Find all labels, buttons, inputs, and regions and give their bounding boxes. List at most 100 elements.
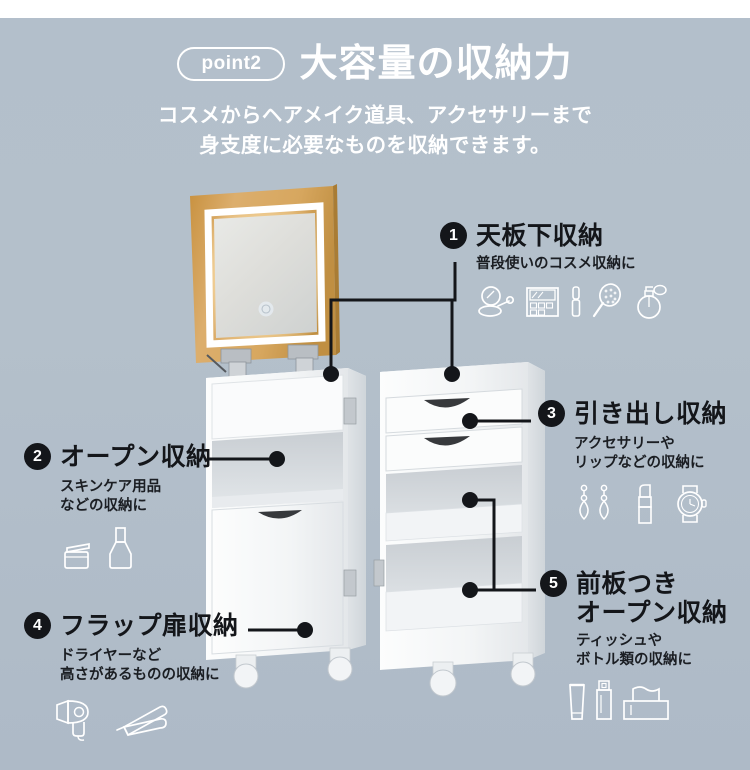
perfume-bottle-icon <box>637 284 667 319</box>
caster-right-front <box>429 661 457 697</box>
hair-dryer-icon <box>56 699 89 741</box>
front-rail-upper <box>385 503 523 542</box>
caster-right-rear <box>510 652 536 687</box>
subtitle-line-2: 身支度に必要なものを収納できます。 <box>199 134 551 158</box>
callout-5-title-line-2: オープン収納 <box>576 598 728 627</box>
callout-5: 5 前板つき オープン収納 ティッシュや ボトル類の収納に <box>540 570 728 725</box>
callout-5-number: 5 <box>540 570 567 597</box>
marker-dot-2 <box>269 451 285 467</box>
door-hinge-upper <box>343 397 357 425</box>
callout-5-title: 前板つき オープン収納 <box>576 570 728 627</box>
callout-3-title: 引き出し収納 <box>574 400 728 428</box>
mirror-frame <box>204 202 326 348</box>
hinges <box>206 344 319 381</box>
led-mirror-lid <box>190 184 340 381</box>
drawer-upper-handle[interactable] <box>424 398 470 408</box>
header: point2 大容量の収納力 コスメからヘアメイク道具、アクセサリーまで 身支度… <box>0 38 750 162</box>
marker-dot-5a <box>462 492 478 508</box>
hand-mirror-icon <box>478 285 515 317</box>
point-badge: point2 <box>177 47 286 81</box>
spray-bottle-icon <box>596 680 612 721</box>
earrings-icon <box>579 484 609 520</box>
lipstick-icon <box>638 483 652 524</box>
callout-1: 1 天板下収納 普段使いのコスメ収納に <box>440 222 668 319</box>
flap-door-handle[interactable] <box>258 510 302 519</box>
top-compartment <box>211 374 344 440</box>
marker-dot-1b <box>444 366 460 382</box>
callout-3-subtitle-line-2: リップなどの収納に <box>574 454 705 471</box>
callout-5-title-line-1: 前板つき <box>576 570 679 598</box>
callout-2-subtitle: スキンケア用品 などの収納に <box>60 478 212 516</box>
callout-2-icons <box>58 526 212 570</box>
marker-dot-5b <box>462 582 478 598</box>
callout-3-subtitle-line-1: アクセサリーや <box>574 435 675 452</box>
callout-1-icons <box>476 282 668 319</box>
callout-5-subtitle-line-1: ティッシュや <box>576 633 663 649</box>
caster-front-right <box>327 647 353 682</box>
right-cabinet-hinge <box>373 559 385 587</box>
callout-3-icons <box>574 483 727 525</box>
callout-4-number: 4 <box>24 612 51 639</box>
connector-5a <box>470 498 536 592</box>
callout-4-subtitle: ドライヤーなど 高さがあるものの収納に <box>60 647 239 685</box>
callout-2-subtitle-line-2: などの収納に <box>60 497 147 514</box>
callout-3-subtitle: アクセサリーや リップなどの収納に <box>574 435 727 473</box>
callout-4-subtitle-line-2: 高さがあるものの収納に <box>60 666 220 683</box>
callout-1-subtitle: 普段使いのコスメ収納に <box>476 255 636 272</box>
page-background <box>0 18 750 770</box>
callout-4-icons <box>54 697 239 743</box>
callout-5-head: 5 前板つき オープン収納 <box>540 570 728 627</box>
casters <box>233 647 536 697</box>
callout-2: 2 オープン収納 スキンケア用品 などの収納に <box>24 443 212 570</box>
mirror-glass <box>214 213 317 338</box>
callout-3-number: 3 <box>538 400 565 427</box>
right-cabinet <box>373 362 545 670</box>
callout-2-head: 2 オープン収納 <box>24 443 212 472</box>
mirror-touch-button-glyph <box>261 304 271 314</box>
tube-icon <box>569 684 585 721</box>
marker-dots <box>269 366 478 638</box>
callout-3: 3 引き出し収納 アクセサリーや リップなどの収納に <box>538 400 727 525</box>
skincare-bottle-icon <box>109 526 132 569</box>
tissue-box-icon <box>623 686 669 721</box>
subtitle-line-1: コスメからヘアメイク道具、アクセサリーまで <box>157 104 593 127</box>
cream-jar-icon <box>64 542 90 569</box>
callout-2-number: 2 <box>24 443 51 470</box>
title-row: point2 大容量の収納力 <box>0 38 750 90</box>
hairbrush-icon <box>592 282 621 317</box>
callout-1-head: 1 天板下収納 <box>440 222 668 251</box>
subtitle: コスメからヘアメイク道具、アクセサリーまで 身支度に必要なものを収納できます。 <box>0 101 750 162</box>
open-shelf-board <box>212 489 343 508</box>
mirror-touch-button[interactable] <box>258 301 274 317</box>
mascara-icon <box>571 285 581 317</box>
drawer-lower-handle[interactable] <box>424 436 470 446</box>
callout-4-title: フラップ扉収納 <box>60 612 239 640</box>
callout-4-subtitle-line-1: ドライヤーなど <box>60 647 162 664</box>
lid-edge <box>333 184 340 355</box>
marker-dot-4 <box>297 622 313 638</box>
drawer-lower[interactable] <box>385 426 523 472</box>
callout-1-title: 天板下収納 <box>476 222 604 250</box>
callout-2-subtitle-line-1: スキンケア用品 <box>60 478 162 495</box>
open-shelf <box>212 432 343 508</box>
callout-1-number: 1 <box>440 222 467 249</box>
callout-4-head: 4 フラップ扉収納 <box>24 612 239 641</box>
marker-dot-3 <box>462 413 478 429</box>
flap-door[interactable] <box>211 501 344 655</box>
callout-4: 4 フラップ扉収納 ドライヤーなど 高さがあるものの収納に <box>24 612 239 743</box>
flat-iron-icon <box>116 705 168 736</box>
caster-front-left <box>233 654 259 689</box>
callout-3-head: 3 引き出し収納 <box>538 400 727 429</box>
callout-5-subtitle: ティッシュや ボトル類の収納に <box>576 632 728 670</box>
wristwatch-icon <box>677 484 707 523</box>
marker-dot-1a <box>323 366 339 382</box>
callout-5-subtitle-line-2: ボトル類の収納に <box>576 652 692 669</box>
page-title: 大容量の収納力 <box>299 43 573 85</box>
callout-5-icons <box>566 679 728 725</box>
door-hinge-lower <box>343 569 357 597</box>
callout-2-title: オープン収納 <box>60 443 212 471</box>
connector-1a <box>329 262 457 372</box>
makeup-palette-icon <box>526 286 559 317</box>
